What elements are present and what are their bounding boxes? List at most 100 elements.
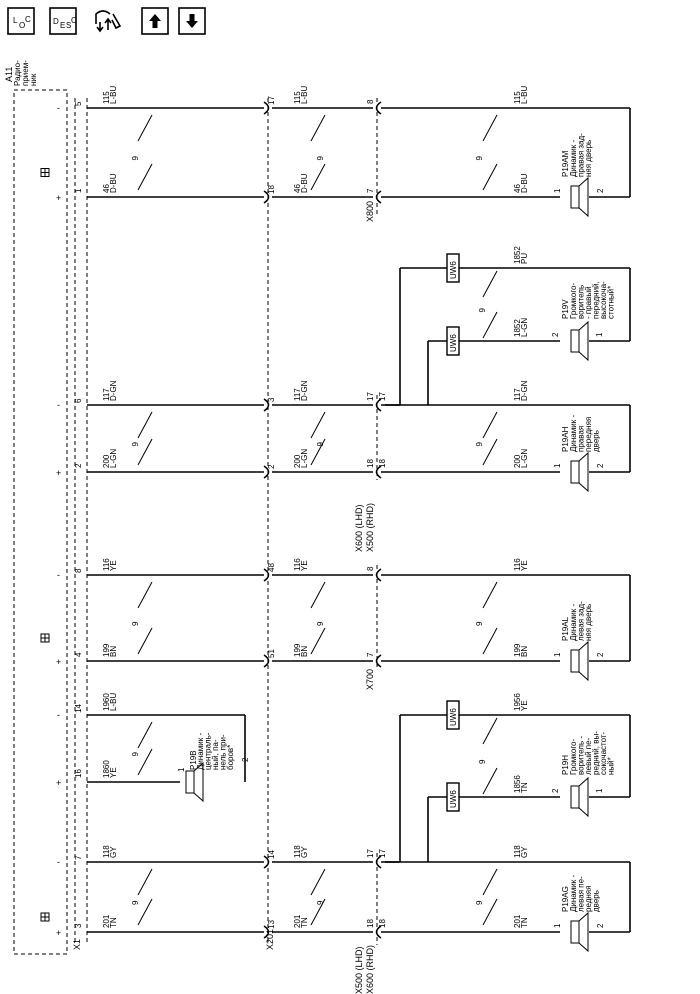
wire-gauge: 9 (475, 900, 484, 905)
speaker-magnet (570, 460, 580, 484)
speaker-ref: P19AH (561, 426, 570, 452)
speaker-name: левая зад- (577, 601, 586, 641)
x201-contact (263, 855, 270, 869)
speaker-pin: 1 (553, 652, 562, 657)
desc-button[interactable] (49, 7, 77, 35)
connector-contact (375, 465, 382, 479)
wire-gauge-mark (482, 163, 498, 191)
wire-gauge: 9 (131, 442, 140, 447)
tweeter-name: сокочастот- (599, 731, 608, 775)
wire-gauge: 9 (475, 621, 484, 626)
connector-pin: 17 (366, 392, 375, 401)
radio-pin: 7 (74, 855, 83, 860)
speaker-pin: 2 (551, 332, 560, 337)
speaker-cone (578, 911, 589, 953)
wire-gauge-mark (482, 868, 498, 896)
wire-gauge: 9 (316, 621, 325, 626)
speaker-cone (578, 451, 589, 493)
wire-gauge: 9 (475, 442, 484, 447)
radio-pin: 6 (74, 398, 83, 403)
circuit-number: 201 (102, 914, 111, 928)
wire-gauge-mark (482, 411, 498, 439)
wire-gauge-mark (310, 114, 326, 142)
tweeter-p19v (570, 320, 589, 362)
wire-color: YE (520, 560, 529, 571)
splice-label: UW6 (449, 334, 458, 352)
speaker-name: Динамик - (569, 604, 578, 641)
circuit-number: 46 (513, 184, 522, 193)
connector-contact (375, 855, 382, 869)
radio-label: ник (29, 73, 38, 86)
wire-gauge: 9 (316, 900, 325, 905)
circuit-number: 1960 (102, 693, 111, 711)
wire-gauge-mark (310, 868, 326, 896)
polarity-plus: + (56, 778, 61, 788)
wire-gauge-mark (482, 270, 498, 298)
connector-pin: 8 (366, 566, 375, 571)
desc-button-frame (49, 7, 77, 35)
speaker-name: редняя (584, 886, 593, 912)
circuit-number: 118 (102, 845, 111, 858)
speaker-ref: P19AG (561, 886, 570, 912)
tweeter-name: Громкого- (569, 282, 578, 319)
connector-pin: 17 (366, 849, 375, 858)
speaker-magnet (570, 785, 580, 809)
splice-label: UW6 (449, 261, 458, 279)
tweeter-name: стотный* (607, 286, 616, 319)
wire-color: YE (109, 560, 118, 571)
radio-label: Радио- (13, 60, 22, 86)
tweeter-ref: P19H (561, 755, 570, 775)
desc-letter: S (66, 21, 71, 30)
speaker-cone (578, 176, 589, 218)
wire-gauge: 9 (131, 752, 140, 757)
wire-gauge-mark (310, 627, 326, 655)
connector-pin: 18 (366, 919, 375, 928)
wire-gauge-mark (482, 438, 498, 466)
connector-pin: 18 (366, 459, 375, 468)
wire-color: D-GN (520, 380, 529, 401)
x201-pin: 51 (267, 649, 276, 658)
wire-gauge-mark (310, 438, 326, 466)
tweeter-name: ный* (607, 757, 616, 775)
speaker-pin: 1 (553, 463, 562, 468)
circuit-number: 118 (513, 845, 522, 858)
wire-color: L-GN (109, 449, 118, 468)
loc-letter: C (25, 15, 31, 24)
wire-gauge-mark (310, 411, 326, 439)
circuit-number: 117 (513, 388, 522, 401)
x201-label: X201 (265, 929, 275, 950)
up-arrow-icon (149, 14, 161, 28)
x201-pin: 3 (267, 397, 276, 402)
speaker-ref: P19AL (561, 616, 570, 641)
tweeter-name: левый пе- (584, 737, 593, 775)
speaker-p19ag (570, 911, 589, 953)
speaker-magnet (570, 185, 580, 209)
radio-connector-ref: X1 (72, 939, 82, 950)
circuit-number: 199 (102, 643, 111, 657)
radio-pin: 4 (74, 652, 83, 657)
x600-lhd-label: X600 (LHD) (354, 504, 364, 552)
wire-gauge-mark (137, 411, 153, 439)
wire-color: L-BU (109, 693, 118, 711)
wire-color: PU (520, 253, 529, 264)
wire-color: YE (109, 767, 118, 778)
splice-uw6 (446, 700, 460, 730)
speaker-name: ный, па- (211, 739, 220, 770)
speaker-name: няя дверь (584, 604, 593, 641)
circuit-number: 1856 (513, 775, 522, 793)
wire-gauge-mark (137, 163, 153, 191)
x201-pin: 17 (267, 96, 276, 105)
splice-label: UW6 (449, 790, 458, 808)
connector-pin: 18 (378, 459, 387, 468)
loc-button[interactable] (7, 7, 35, 35)
connector-wrench-icon (95, 10, 122, 33)
speaker-name: Динамик - (569, 140, 578, 177)
polarity-minus: - (57, 570, 60, 580)
connector-pin: 8 (366, 99, 375, 104)
wire-gauge-mark (482, 767, 498, 795)
tweeter-name: - правый (584, 286, 593, 319)
connector-contact (375, 925, 382, 939)
speaker-pin: 1 (177, 767, 186, 772)
wire-color: D-GN (109, 380, 118, 401)
